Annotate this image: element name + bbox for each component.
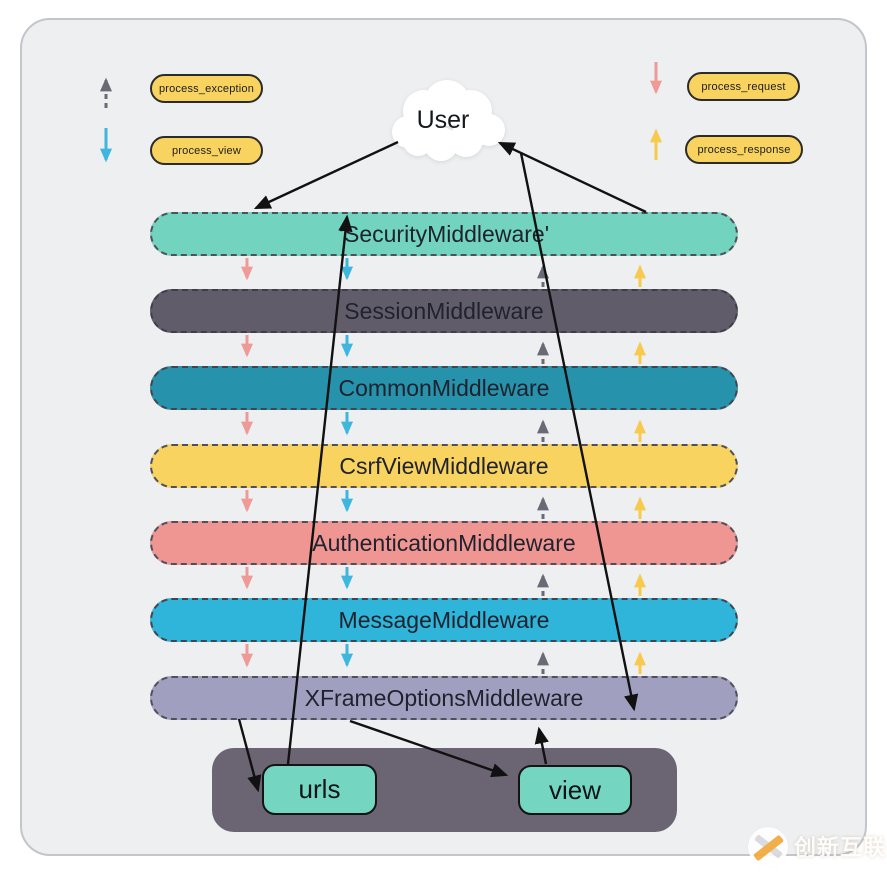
middleware-label: MessageMiddleware [338, 606, 550, 633]
middleware-bar-security: ‘SecurityMiddleware' [150, 212, 738, 256]
view-node: view [518, 765, 632, 815]
middleware-bar-session: SessionMiddleware [150, 289, 738, 333]
middleware-label: ‘SecurityMiddleware' [338, 220, 550, 247]
legend-pill-process-response: process_response [685, 135, 803, 164]
middleware-bar-common: CommonMiddleware [150, 366, 738, 410]
legend-label-process-view: process_view [171, 144, 242, 157]
view-node-label: view [548, 774, 601, 805]
middleware-label: SessionMiddleware [344, 297, 544, 324]
urls-node-label: urls [298, 774, 341, 804]
user-node-label: User [416, 106, 470, 134]
legend-label-process-exception: process_exception [158, 82, 255, 95]
middleware-bar-csrfview: CsrfViewMiddleware [150, 444, 738, 488]
legend-pill-process-request: process_request [687, 72, 800, 101]
urls-node: urls [262, 764, 377, 815]
watermark: 创新互联 [742, 824, 885, 872]
watermark-brand: 创新互联 [794, 835, 887, 860]
middleware-label: CommonMiddleware [338, 374, 550, 401]
watermark-logo-icon [748, 827, 788, 867]
middleware-bar-xframeoptions: XFrameOptionsMiddleware [150, 676, 738, 720]
middleware-label: XFrameOptionsMiddleware [304, 684, 584, 711]
middleware-bar-message: MessageMiddleware [150, 598, 738, 642]
watermark-subtext [797, 860, 875, 865]
middleware-label: AuthenticationMiddleware [312, 529, 576, 556]
middleware-label: CsrfViewMiddleware [339, 452, 549, 479]
legend-label-process-request: process_request [701, 80, 786, 93]
legend-pill-process-exception: process_exception [150, 74, 263, 103]
middleware-bar-authentication: AuthenticationMiddleware [150, 521, 738, 565]
legend-label-process-response: process_response [697, 143, 791, 156]
legend-pill-process-view: process_view [150, 136, 263, 165]
